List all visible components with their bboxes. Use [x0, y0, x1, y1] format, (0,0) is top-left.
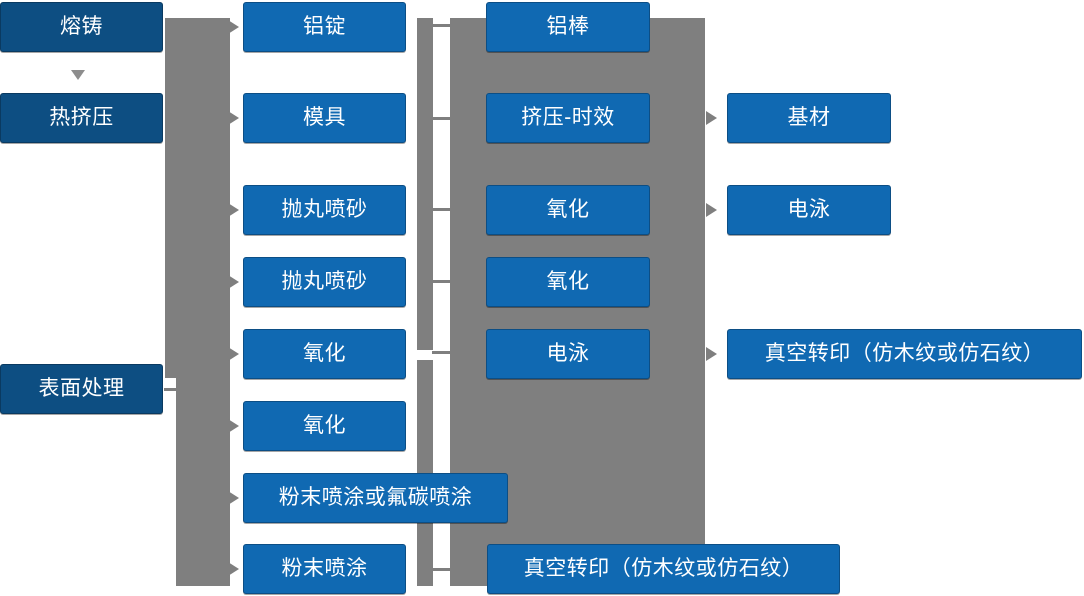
- step-label: 氧化: [303, 413, 346, 437]
- step-label: 挤压-时效: [521, 105, 615, 129]
- arrow-to-col4-3: [706, 347, 717, 361]
- step-label: 真空转印（仿木纹或仿石纹）: [764, 341, 1045, 365]
- step-box-oxidation-2[interactable]: 氧化: [243, 401, 406, 451]
- arrow-to-col2-7: [228, 491, 239, 505]
- step-box-oxidation-4[interactable]: 氧化: [486, 257, 650, 307]
- arrow-to-col2-5: [228, 347, 239, 361]
- tick-mid-6: [432, 568, 454, 571]
- arrow-to-col4-2: [706, 203, 717, 217]
- step-box-powder-or-fluorocarbon-coating[interactable]: 粉末喷涂或氟碳喷涂: [243, 473, 508, 523]
- step-label: 铝锭: [303, 14, 346, 38]
- step-box-vacuum-transfer-printing-1[interactable]: 真空转印（仿木纹或仿石纹）: [487, 544, 840, 594]
- arrow-to-col2-6: [228, 419, 239, 433]
- step-box-electrophoresis-2[interactable]: 电泳: [727, 185, 891, 235]
- stage-label: 表面处理: [38, 376, 125, 400]
- tick-mid-1: [432, 24, 454, 27]
- step-box-aluminum-ingot[interactable]: 铝锭: [243, 2, 406, 52]
- tick-mid-5: [432, 351, 454, 354]
- tick-mid-3: [432, 208, 454, 211]
- step-box-shot-blasting-1[interactable]: 抛丸喷砂: [243, 185, 406, 235]
- step-label: 模具: [303, 105, 346, 129]
- arrow-to-col4-1: [706, 111, 717, 125]
- step-box-aluminum-bar[interactable]: 铝棒: [486, 2, 650, 52]
- stage-box-hot-extrusion[interactable]: 热挤压: [0, 93, 163, 143]
- step-label: 抛丸喷砂: [281, 197, 368, 221]
- step-box-oxidation-1[interactable]: 氧化: [243, 329, 406, 379]
- tick-mid-4: [432, 280, 454, 283]
- tick-mid-2: [432, 117, 454, 120]
- step-label: 基材: [787, 105, 831, 129]
- step-label: 抛丸喷砂: [281, 269, 368, 293]
- step-label: 氧化: [546, 197, 590, 221]
- stage-box-melting-casting[interactable]: 熔铸: [0, 2, 163, 52]
- arrow-down-stage1-stage2: [71, 70, 85, 80]
- step-box-mold[interactable]: 模具: [243, 93, 406, 143]
- step-box-extrusion-aging[interactable]: 挤压-时效: [486, 93, 650, 143]
- step-box-oxidation-3[interactable]: 氧化: [486, 185, 650, 235]
- step-label: 真空转印（仿木纹或仿石纹）: [523, 556, 804, 580]
- step-label: 粉末喷涂: [281, 556, 368, 580]
- stage-label: 熔铸: [60, 14, 103, 38]
- connector-panel-left-lower: [176, 378, 230, 586]
- connector-stub-surface: [164, 388, 188, 391]
- arrow-to-col2-8: [228, 562, 239, 576]
- step-box-vacuum-transfer-printing-2[interactable]: 真空转印（仿木纹或仿石纹）: [727, 329, 1082, 379]
- stage-label: 热挤压: [49, 105, 114, 129]
- step-box-electrophoresis-1[interactable]: 电泳: [486, 329, 650, 379]
- step-label: 氧化: [303, 341, 346, 365]
- step-label: 粉末喷涂或氟碳喷涂: [278, 485, 473, 509]
- step-box-base-material[interactable]: 基材: [727, 93, 891, 143]
- step-box-shot-blasting-2[interactable]: 抛丸喷砂: [243, 257, 406, 307]
- step-label: 电泳: [787, 197, 831, 221]
- arrow-to-col2-3: [228, 203, 239, 217]
- stage-box-surface-treatment[interactable]: 表面处理: [0, 364, 163, 414]
- arrow-to-col2-1: [228, 20, 239, 34]
- connector-panel-left: [165, 18, 230, 378]
- step-box-powder-coating[interactable]: 粉末喷涂: [243, 544, 406, 594]
- arrow-to-col2-4: [228, 275, 239, 289]
- step-label: 铝棒: [546, 14, 590, 38]
- step-label: 电泳: [546, 341, 590, 365]
- arrow-to-col2-2: [228, 111, 239, 125]
- connector-bar-mid-upper: [417, 18, 433, 350]
- step-label: 氧化: [546, 269, 590, 293]
